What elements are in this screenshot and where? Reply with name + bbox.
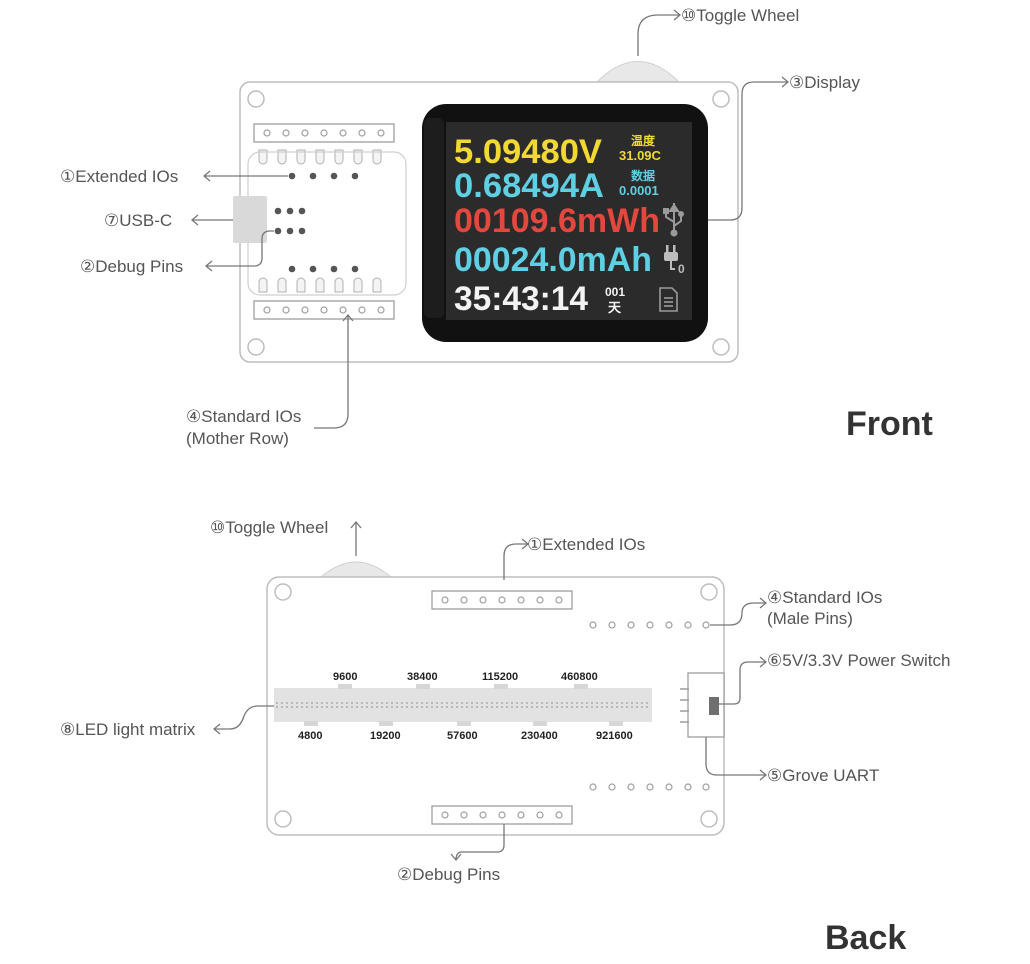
plug-icon	[664, 245, 678, 270]
charge-reading: 00024.0mAh	[454, 241, 652, 279]
display-edge	[424, 118, 444, 318]
leader-toggle-wheel	[637, 14, 680, 56]
leader-led-matrix	[214, 705, 274, 730]
temperature-value: 31.09C	[619, 148, 662, 163]
led-matrix-strip	[274, 688, 652, 722]
baud-label-top: 115200	[482, 671, 518, 683]
front-bottom-pads	[258, 277, 382, 293]
front-title: Front	[846, 405, 933, 443]
plug-count: 0	[678, 262, 685, 276]
led-matrix-dashes	[276, 702, 650, 708]
mount-hole	[700, 583, 718, 601]
label-back-led-matrix: ⑧LED light matrix	[60, 720, 196, 739]
label-front-usb-c: ⑦USB-C	[104, 211, 172, 230]
temperature-label: 温度	[631, 133, 656, 148]
back-debug-pins	[441, 811, 563, 819]
mount-hole	[274, 810, 292, 828]
leader-back-standard-ios	[710, 602, 766, 626]
label-front-toggle-wheel: ⑩Toggle Wheel	[681, 6, 799, 25]
leader-debug-pins	[206, 230, 274, 267]
leader-back-debug-pins	[455, 824, 505, 861]
display-screen	[446, 122, 692, 320]
mount-hole	[247, 338, 265, 356]
debug-pin-dots	[274, 207, 306, 235]
power-switch	[709, 697, 719, 715]
label-back-standard-ios-sub: (Male Pins)	[767, 609, 853, 628]
usb-icon	[663, 203, 684, 237]
mount-hole	[712, 338, 730, 356]
data-value: 0.0001	[619, 183, 659, 198]
label-front-standard-ios-sub: (Mother Row)	[186, 429, 289, 448]
data-label: 数据	[631, 168, 655, 183]
label-front-standard-ios: ④Standard IOs	[186, 407, 301, 426]
day-number: 001	[605, 285, 625, 299]
mount-hole	[700, 810, 718, 828]
back-view: 9600 38400 115200 460800 4800 19200 5760…	[60, 518, 950, 957]
mount-hole	[712, 90, 730, 108]
lower-io-dots	[288, 265, 359, 273]
front-view: 5.09480V 0.68494A 00109.6mWh 00024.0mAh …	[60, 6, 933, 448]
label-back-grove-uart: ⑤Grove UART	[767, 766, 879, 785]
front-top-pads	[258, 149, 382, 165]
baud-label-bottom: 921600	[596, 730, 633, 742]
energy-reading: 00109.6mWh	[454, 202, 660, 240]
baud-label-top: 9600	[333, 671, 357, 683]
baud-label-bottom: 230400	[521, 730, 558, 742]
sd-card-icon	[659, 287, 678, 312]
baud-label-top: 460800	[561, 671, 598, 683]
front-top-header-pins	[263, 129, 385, 137]
leader-power-switch	[719, 661, 766, 705]
label-back-extended-ios: ①Extended IOs	[527, 535, 645, 554]
extended-io-dots	[288, 172, 359, 180]
elapsed-time: 35:43:14	[454, 280, 588, 318]
label-back-standard-ios: ④Standard IOs	[767, 588, 882, 607]
mount-hole	[274, 583, 292, 601]
current-reading: 0.68494A	[454, 167, 604, 205]
male-pins-bottom-row	[589, 783, 710, 791]
back-toggle-wheel	[318, 561, 394, 579]
led-pads	[304, 684, 623, 726]
leader-standard-ios	[314, 315, 349, 429]
front-bottom-header-pins	[263, 306, 385, 314]
label-back-power-switch: ⑥5V/3.3V Power Switch	[767, 651, 950, 670]
grove-uart-pins	[680, 688, 689, 723]
baud-label-bottom: 19200	[370, 730, 401, 742]
day-unit: 天	[608, 300, 622, 315]
male-pins-top-row	[589, 621, 710, 629]
baud-label-bottom: 4800	[298, 730, 322, 742]
leader-grove-uart	[705, 737, 766, 776]
label-back-toggle-wheel: ⑩Toggle Wheel	[210, 518, 328, 537]
label-back-debug-pins: ②Debug Pins	[397, 865, 500, 884]
back-title: Back	[825, 919, 906, 957]
usb-c-connector	[233, 196, 267, 243]
baud-label-bottom: 57600	[447, 730, 478, 742]
leader-back-extended-ios	[503, 543, 528, 580]
label-front-display: ③Display	[789, 73, 860, 92]
label-front-extended-ios: ①Extended IOs	[60, 167, 178, 186]
front-toggle-wheel	[594, 61, 682, 84]
mount-hole	[247, 90, 265, 108]
label-front-debug-pins: ②Debug Pins	[80, 257, 183, 276]
voltage-reading: 5.09480V	[454, 133, 602, 171]
baud-label-top: 38400	[407, 671, 438, 683]
leader-display	[708, 81, 788, 221]
back-extended-io-pins	[441, 596, 563, 604]
